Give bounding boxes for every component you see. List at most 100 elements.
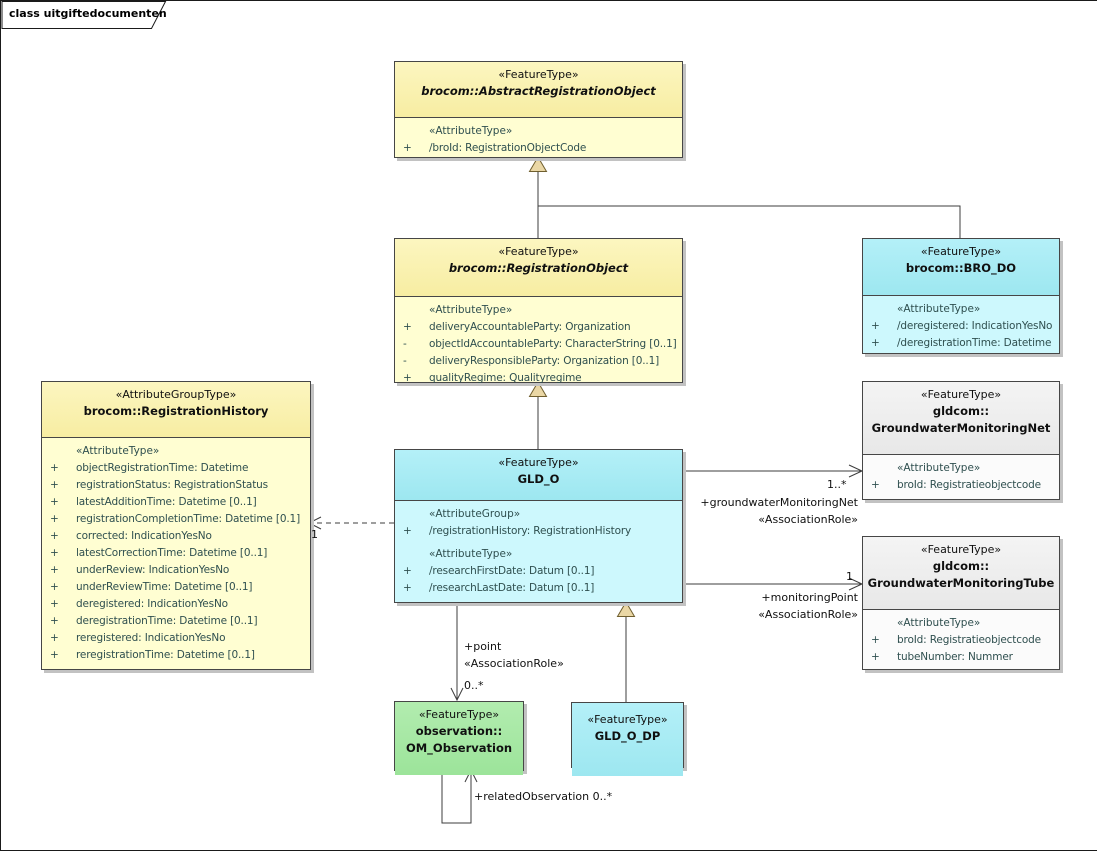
attribute-type-label: «AttributeType»: [76, 445, 160, 457]
attr-text: objectIdAccountableParty: CharacterStrin…: [429, 338, 677, 350]
stereotype-label: «FeatureType»: [587, 713, 668, 726]
class-header: «FeatureType» GLD_O: [395, 450, 682, 501]
stereotype-label: «FeatureType»: [498, 456, 579, 469]
net-role-label: +groundwaterMonitoringNet: [700, 496, 858, 509]
stereotype-label: «FeatureType»: [498, 68, 579, 81]
frame-tab-shape: [1, 1, 167, 29]
attribute-row: + latestCorrectionTime: Datetime [0..1]: [50, 545, 306, 562]
attribute-row: + corrected: IndicationYesNo: [50, 528, 306, 545]
class-header: «FeatureType» gldcom:: GroundwaterMonito…: [863, 382, 1059, 455]
class-name-package: gldcom::: [932, 559, 990, 573]
attr-text: reregistered: IndicationYesNo: [76, 632, 226, 644]
attributes-compartment: «AttributeType» + broId: Registratieobje…: [863, 610, 1059, 666]
attr-text: registrationStatus: RegistrationStatus: [76, 479, 268, 491]
attribute-type-label: «AttributeType»: [429, 125, 513, 137]
attributes-compartment: «AttributeType» + objectRegistrationTime…: [42, 438, 310, 664]
generalization-arrow-registrationobject: [528, 381, 548, 397]
attribute-group-label: «AttributeGroup»: [429, 508, 521, 520]
attribute-row: + /deregistered: IndicationYesNo: [871, 318, 1055, 335]
net-multiplicity-label: 1..*: [827, 478, 847, 491]
generalization-arrow-abstractregistrationobject: [528, 156, 548, 172]
attr-text: objectRegistrationTime: Datetime: [76, 462, 249, 474]
attr-text: qualityRegime: Qualityregime: [429, 372, 582, 384]
attribute-row: + registrationCompletionTime: Datetime […: [50, 511, 306, 528]
stereotype-label: «FeatureType»: [498, 245, 579, 258]
attributes-compartment: «AttributeType» + /broId: RegistrationOb…: [395, 118, 682, 157]
attr-text: tubeNumber: Nummer: [897, 651, 1013, 663]
class-header: «FeatureType» brocom::BRO_DO: [863, 239, 1059, 296]
attr-text: latestCorrectionTime: Datetime [0..1]: [76, 547, 268, 559]
attr-text: underReview: IndicationYesNo: [76, 564, 230, 576]
attr-visibility: +: [50, 530, 59, 542]
attribute-type-label: «AttributeType»: [897, 462, 981, 474]
attr-visibility: +: [50, 496, 59, 508]
attribute-row: + /registrationHistory: RegistrationHist…: [403, 523, 678, 540]
attr-text: deliveryResponsibleParty: Organization […: [429, 355, 660, 367]
attribute-type-label: «AttributeType»: [897, 303, 981, 315]
attr-text: latestAdditionTime: Datetime [0..1]: [76, 496, 257, 508]
stereotype-label: «AttributeGroupType»: [115, 388, 237, 401]
attr-visibility: +: [50, 564, 59, 576]
attributes-compartment: «AttributeGroup» + /registrationHistory:…: [395, 501, 682, 597]
attribute-row: + reregistered: IndicationYesNo: [50, 630, 306, 647]
class-registration-object: «FeatureType» brocom::RegistrationObject…: [394, 238, 683, 384]
class-om-observation: «FeatureType» observation:: OM_Observati…: [394, 701, 524, 775]
class-header: «FeatureType» GLD_O_DP: [572, 703, 683, 776]
attribute-row: + objectRegistrationTime: Datetime: [50, 460, 306, 477]
attribute-row: + broId: Registratieobjectcode: [871, 632, 1055, 649]
class-name: GLD_O_DP: [594, 729, 661, 743]
tube-role-label: +monitoringPoint: [761, 591, 858, 604]
class-name-package: gldcom::: [932, 404, 990, 418]
attr-text: deregistrationTime: Datetime [0..1]: [76, 615, 258, 627]
class-name-package: observation::: [415, 724, 503, 738]
attr-visibility: -: [403, 355, 407, 367]
attr-text: /registrationHistory: RegistrationHistor…: [429, 525, 632, 537]
attr-text: broId: Registratieobjectcode: [897, 634, 1041, 646]
attr-visibility: +: [50, 462, 59, 474]
attribute-row: - deliveryResponsibleParty: Organization…: [403, 353, 678, 370]
class-bro-do: «FeatureType» brocom::BRO_DO «AttributeT…: [862, 238, 1060, 354]
attribute-type-label: «AttributeType»: [897, 617, 981, 629]
point-role-label: +point: [464, 640, 502, 653]
class-name: brocom::AbstractRegistrationObject: [421, 84, 656, 98]
attr-text: underReviewTime: Datetime [0..1]: [76, 581, 253, 593]
stereotype-label: «FeatureType»: [920, 543, 1002, 556]
point-multiplicity-label: 0..*: [464, 679, 484, 692]
attribute-row: + deregistered: IndicationYesNo: [50, 596, 306, 613]
class-header: «FeatureType» gldcom:: GroundwaterMonito…: [863, 537, 1059, 610]
attributes-compartment: «AttributeType» + broId: Registratieobje…: [863, 455, 1059, 494]
attr-text: reregistrationTime: Datetime [0..1]: [76, 649, 255, 661]
attribute-row: + /broId: RegistrationObjectCode: [403, 140, 678, 157]
stereotype-label: «FeatureType»: [920, 245, 1002, 258]
class-name: brocom::BRO_DO: [905, 261, 1017, 275]
related-observation-label: +relatedObservation 0..*: [474, 790, 613, 803]
tube-multiplicity-label: 1: [846, 570, 853, 583]
attr-visibility: +: [403, 525, 412, 537]
attribute-row: + registrationStatus: RegistrationStatus: [50, 477, 306, 494]
attribute-row: + underReviewTime: Datetime [0..1]: [50, 579, 306, 596]
attr-visibility: +: [50, 479, 59, 491]
generalization-arrow-gldo: [616, 601, 636, 617]
class-gld-o-dp: «FeatureType» GLD_O_DP: [571, 702, 684, 776]
attributes-compartment: «AttributeType» + deliveryAccountablePar…: [395, 297, 682, 387]
attribute-row: - objectIdAccountableParty: CharacterStr…: [403, 336, 678, 353]
class-header: «AttributeGroupType» brocom::Registratio…: [42, 382, 310, 438]
attribute-type-label: «AttributeType»: [429, 548, 513, 560]
attr-visibility: +: [50, 649, 59, 661]
attr-text: broId: Registratieobjectcode: [897, 479, 1041, 491]
class-name: GLD_O: [517, 472, 560, 486]
attr-text: corrected: IndicationYesNo: [76, 530, 212, 542]
attr-text: deregistered: IndicationYesNo: [76, 598, 228, 610]
attr-text: /deregistered: IndicationYesNo: [897, 320, 1053, 332]
attribute-row: + reregistrationTime: Datetime [0..1]: [50, 647, 306, 664]
attr-text: /researchLastDate: Datum [0..1]: [429, 582, 595, 594]
class-groundwater-monitoring-tube: «FeatureType» gldcom:: GroundwaterMonito…: [862, 536, 1060, 670]
class-header: «FeatureType» brocom::RegistrationObject: [395, 239, 682, 297]
association-arrowhead-observation: [450, 687, 464, 702]
attr-visibility: +: [871, 479, 880, 491]
attribute-row: + qualityRegime: Qualityregime: [403, 370, 678, 387]
attr-visibility: +: [403, 582, 412, 594]
class-gld-o: «FeatureType» GLD_O «AttributeGroup» + /…: [394, 449, 683, 603]
